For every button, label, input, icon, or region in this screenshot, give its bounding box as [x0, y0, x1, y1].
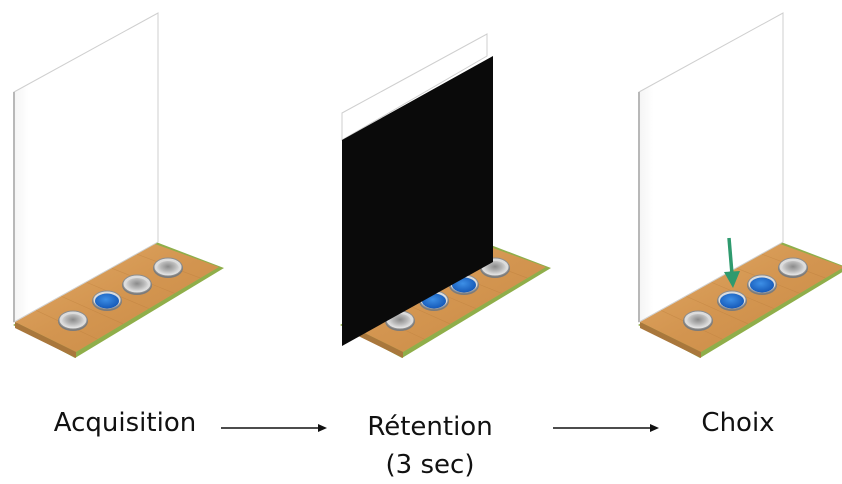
- stage-label-retention: Rétention (3 sec): [330, 408, 530, 484]
- wood-grain: [686, 295, 749, 325]
- lowered-occluder: [342, 56, 493, 346]
- right-arrow-icon: [650, 424, 659, 432]
- down-arrow-icon: [724, 271, 740, 288]
- baited-well: [95, 293, 119, 309]
- right-arrow-icon: [318, 424, 327, 432]
- baited-well: [750, 277, 774, 293]
- apparatus-2: [340, 33, 551, 358]
- empty-well: [484, 261, 506, 275]
- empty-well: [62, 314, 84, 328]
- board-front: [15, 322, 76, 358]
- empty-well: [687, 314, 709, 328]
- empty-well: [157, 261, 179, 275]
- choice-arrow-shaft: [727, 237, 734, 275]
- board-front: [640, 322, 701, 358]
- stage-label-retention-delay: (3 sec): [385, 450, 475, 480]
- stage-label-acquisition: Acquisition: [53, 408, 197, 438]
- baited-well: [720, 293, 744, 309]
- empty-well: [126, 278, 148, 292]
- stage-label-choix: Choix: [701, 408, 775, 438]
- empty-well: [389, 314, 411, 328]
- wood-grain: [61, 295, 124, 325]
- empty-well: [782, 261, 804, 275]
- stage-label-retention-title: Rétention: [367, 412, 493, 442]
- apparatus-3: [638, 12, 842, 358]
- apparatus-1: [13, 12, 224, 358]
- screen-top: [341, 33, 488, 141]
